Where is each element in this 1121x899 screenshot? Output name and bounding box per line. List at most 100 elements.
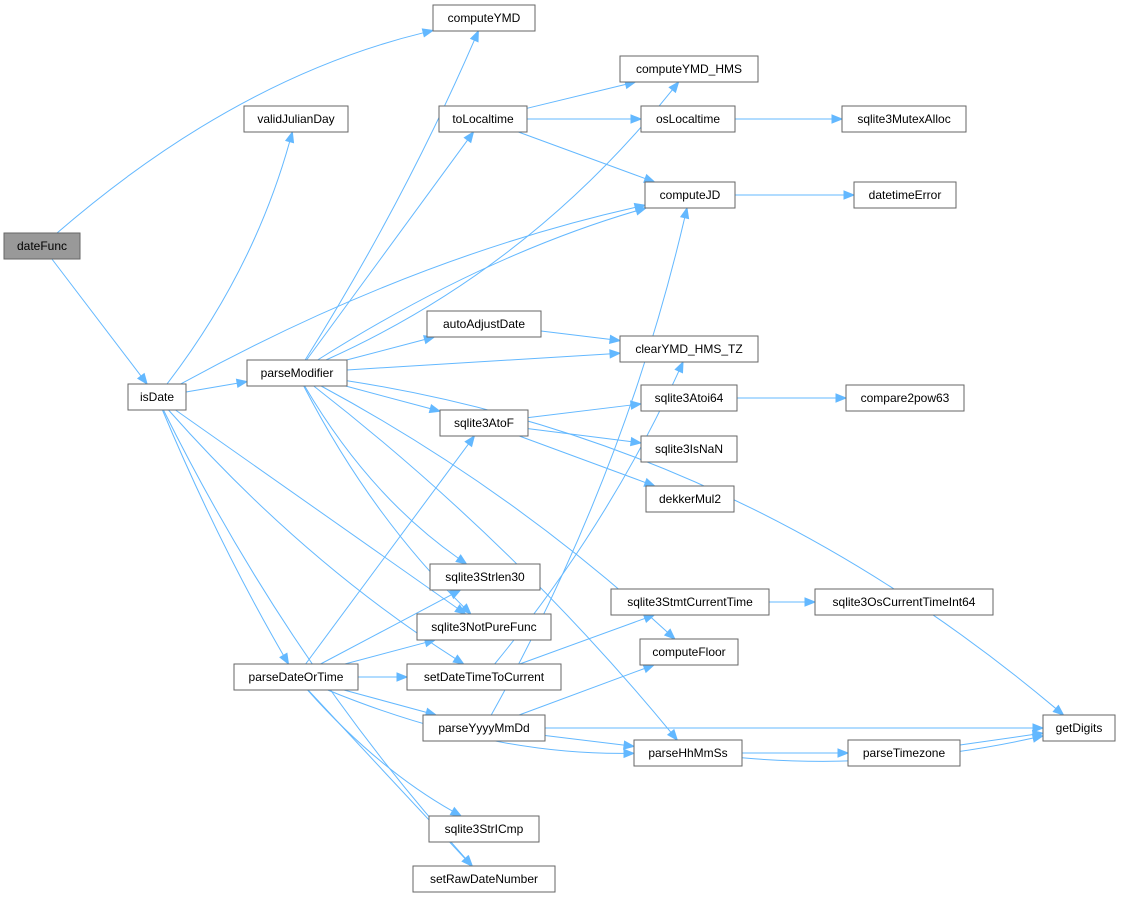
node-label: parseHhMmSs xyxy=(648,746,727,760)
node-osLocaltime[interactable]: osLocaltime xyxy=(640,105,736,133)
node-parseDateOrTime[interactable]: parseDateOrTime xyxy=(233,663,359,691)
edge-line xyxy=(490,217,686,716)
node-parseHhMmSs[interactable]: parseHhMmSs xyxy=(633,739,743,767)
edge-line xyxy=(304,385,459,559)
node-parseTimezone[interactable]: parseTimezone xyxy=(847,739,961,767)
edge-line xyxy=(304,39,475,361)
node-dekkerMul2[interactable]: dekkerMul2 xyxy=(645,485,735,513)
edge-line xyxy=(527,428,632,443)
arrowhead xyxy=(630,400,643,410)
edge-line xyxy=(306,139,468,361)
node-label: sqlite3AtoF xyxy=(454,416,514,430)
arrowhead xyxy=(235,378,249,389)
node-compare2pow63[interactable]: compare2pow63 xyxy=(845,384,965,412)
node-box xyxy=(3,232,81,260)
node-validJulianDay[interactable]: validJulianDay xyxy=(243,105,349,133)
edge-line xyxy=(185,382,238,393)
node-computeJD[interactable]: computeJD xyxy=(644,181,736,209)
edge-parseModifier-to-sqlite3Strlen30 xyxy=(304,385,468,565)
arrowhead xyxy=(461,855,473,867)
node-box xyxy=(640,435,738,463)
edge-parseDateOrTime-to-parseYyyyMmDd xyxy=(343,689,438,717)
node-setRawDateNumber[interactable]: setRawDateNumber xyxy=(412,865,556,893)
edge-parseModifier-to-computeJD xyxy=(317,206,648,361)
node-dateFunc[interactable]: dateFunc xyxy=(3,232,81,260)
edge-autoAdjustDate-to-clearYMD_HMS_TZ xyxy=(540,330,622,345)
node-box xyxy=(847,739,961,767)
node-sqlite3Strlen30[interactable]: sqlite3Strlen30 xyxy=(429,563,541,591)
node-label: setDateTimeToCurrent xyxy=(424,670,545,684)
node-sqlite3StrICmp[interactable]: sqlite3StrICmp xyxy=(428,815,540,843)
node-box xyxy=(640,105,736,133)
node-toLocaltime[interactable]: toLocaltime xyxy=(438,105,528,133)
arrowhead xyxy=(835,393,848,403)
edge-parseDateOrTime-to-sqlite3Strlen30 xyxy=(320,589,462,665)
node-box xyxy=(246,359,348,387)
node-label: sqlite3OsCurrentTimeInt64 xyxy=(833,595,976,609)
arrowhead xyxy=(643,477,657,487)
edge-parseDateOrTime-to-sqlite3StrICmp xyxy=(307,689,463,817)
node-box xyxy=(644,181,736,209)
node-label: parseDateOrTime xyxy=(249,670,344,684)
node-sqlite3Atoi64[interactable]: sqlite3Atoi64 xyxy=(640,384,738,412)
edge-computeJD-to-datetimeError xyxy=(735,190,856,200)
node-isDate[interactable]: isDate xyxy=(127,383,187,411)
edge-parseModifier-to-sqlite3AtoF xyxy=(345,385,442,414)
node-box xyxy=(432,4,536,32)
edge-parseModifier-to-computeYMD xyxy=(304,29,479,361)
edge-parseModifier-to-toLocaltime xyxy=(306,130,475,361)
arrowhead xyxy=(629,436,643,447)
node-box xyxy=(428,815,540,843)
arrowhead xyxy=(674,360,684,374)
arrowhead xyxy=(449,806,463,817)
edge-line xyxy=(307,689,453,812)
edge-line xyxy=(544,734,625,746)
node-computeYMD_HMS[interactable]: computeYMD_HMS xyxy=(619,55,759,83)
node-box xyxy=(412,865,556,893)
node-autoAdjustDate[interactable]: autoAdjustDate xyxy=(426,310,542,338)
edge-line xyxy=(56,32,424,234)
node-box xyxy=(640,384,738,412)
arrowhead xyxy=(428,403,442,414)
node-label: compare2pow63 xyxy=(861,391,950,405)
node-sqlite3AtoF[interactable]: sqlite3AtoF xyxy=(439,409,529,437)
edge-parseDateOrTime-to-sqlite3NotPureFunc xyxy=(344,638,437,665)
edge-line xyxy=(540,330,611,340)
edge-line xyxy=(346,339,425,361)
node-box xyxy=(422,714,546,742)
node-sqlite3IsNaN[interactable]: sqlite3IsNaN xyxy=(640,435,738,463)
edge-parseModifier-to-computeYMD_HMS xyxy=(325,80,680,361)
node-getDigits[interactable]: getDigits xyxy=(1042,714,1116,742)
node-label: getDigits xyxy=(1056,721,1103,735)
node-label: parseYyyyMmDd xyxy=(438,721,529,735)
node-box xyxy=(406,663,562,691)
arrowhead xyxy=(609,349,622,359)
node-sqlite3StmtCurrentTime[interactable]: sqlite3StmtCurrentTime xyxy=(610,588,770,616)
edge-sqlite3StmtCurrentTime-to-sqlite3OsCurrentTimeInt64 xyxy=(768,597,817,607)
edge-line xyxy=(526,83,626,109)
node-sqlite3MutexAlloc[interactable]: sqlite3MutexAlloc xyxy=(841,105,967,133)
arrowhead xyxy=(460,603,472,615)
arrowhead xyxy=(642,664,656,674)
arrowhead xyxy=(464,434,476,448)
edge-line xyxy=(166,141,291,385)
edge-line xyxy=(519,435,646,484)
node-sqlite3OsCurrentTimeInt64[interactable]: sqlite3OsCurrentTimeInt64 xyxy=(814,588,994,616)
arrowhead xyxy=(609,334,622,345)
arrowhead xyxy=(623,748,636,759)
edge-dateFunc-to-computeYMD xyxy=(56,28,435,234)
node-datetimeError[interactable]: datetimeError xyxy=(853,181,957,209)
node-sqlite3NotPureFunc[interactable]: sqlite3NotPureFunc xyxy=(416,613,552,641)
node-setDateTimeToCurrent[interactable]: setDateTimeToCurrent xyxy=(406,663,562,691)
node-parseModifier[interactable]: parseModifier xyxy=(246,359,348,387)
node-box xyxy=(233,663,359,691)
node-computeFloor[interactable]: computeFloor xyxy=(639,638,739,666)
edge-parseModifier-to-autoAdjustDate xyxy=(346,335,436,361)
node-computeYMD[interactable]: computeYMD xyxy=(432,4,536,32)
arrowhead xyxy=(843,190,856,200)
edge-line xyxy=(180,206,636,385)
edge-line xyxy=(175,409,458,609)
node-clearYMD_HMS_TZ[interactable]: clearYMD_HMS_TZ xyxy=(619,335,759,363)
node-parseYyyyMmDd[interactable]: parseYyyyMmDd xyxy=(422,714,546,742)
node-label: toLocaltime xyxy=(452,112,514,126)
